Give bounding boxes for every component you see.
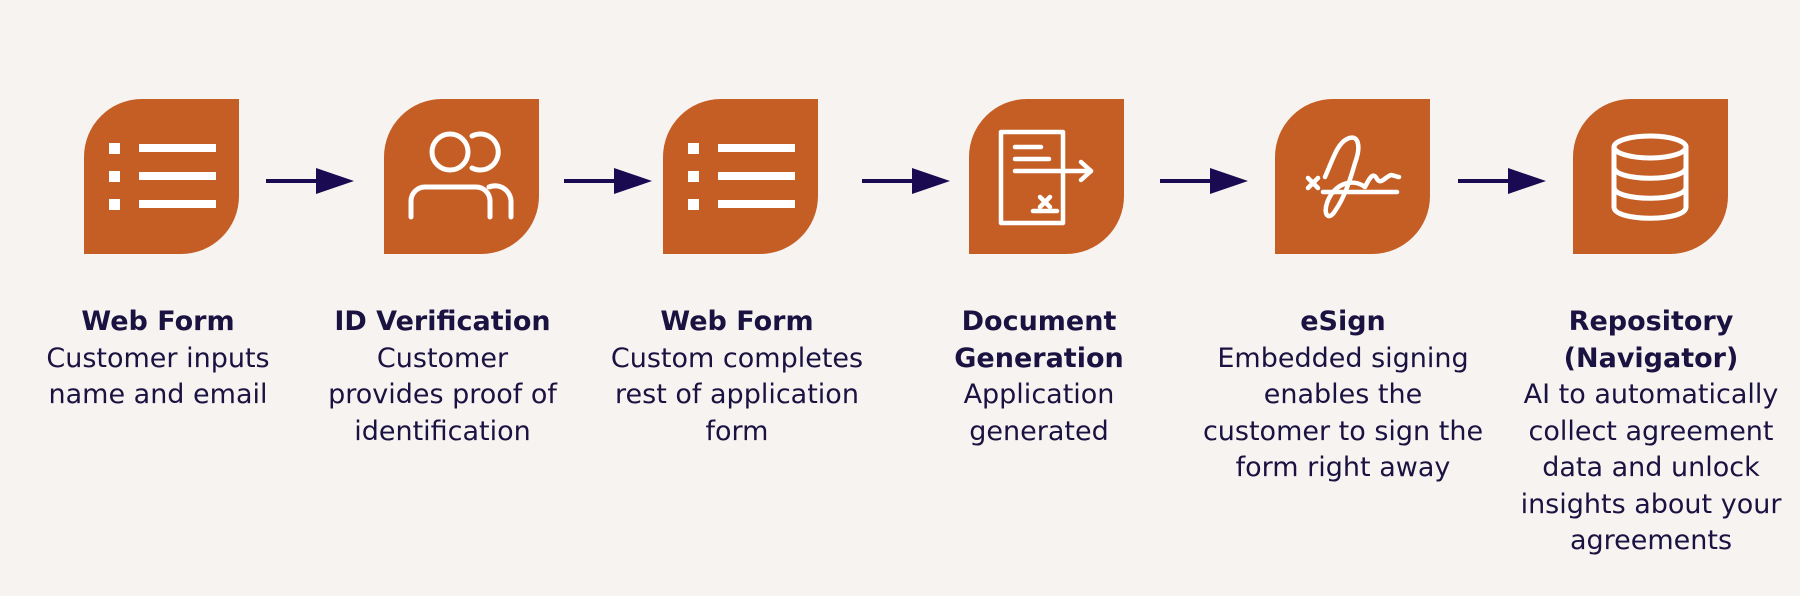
step-title: Web Form (660, 306, 814, 337)
step-6-label: Repository (Navigator) AI to automatical… (1515, 304, 1787, 560)
arrow-icon (564, 168, 652, 194)
step-3-tile (663, 99, 818, 254)
step-description: Custom completes rest of application for… (610, 342, 864, 447)
step-5-label: eSign Embedded signing enables the custo… (1197, 304, 1489, 487)
step-title: eSign (1300, 306, 1386, 337)
arrow-icon (862, 168, 950, 194)
signature-icon (1305, 135, 1402, 219)
step-title: Web Form (81, 306, 235, 337)
step-description: Embedded signing enables the customer to… (1202, 342, 1484, 484)
step-1-tile (84, 99, 239, 254)
step-title: Repository (Navigator) (1563, 306, 1739, 374)
users-icon (408, 131, 514, 220)
step-5-tile (1275, 99, 1430, 254)
step-title: ID Verification (334, 306, 551, 337)
step-2-tile (384, 99, 539, 254)
document-icon (998, 129, 1094, 226)
step-description: Customer provides proof of identificatio… (328, 342, 557, 447)
database-icon (1611, 133, 1689, 221)
arrow-icon (266, 168, 354, 194)
step-1-label: Web Form Customer inputs name and email (38, 304, 278, 414)
step-description: AI to automatically collect agreement da… (1520, 379, 1782, 556)
step-2-label: ID Verification Customer provides proof … (315, 304, 570, 450)
step-title: Document Generation (954, 306, 1124, 374)
arrow-icon (1458, 168, 1546, 194)
step-4-tile (969, 99, 1124, 254)
step-description: Customer inputs name and email (46, 342, 270, 411)
step-4-label: Document Generation Application generate… (931, 304, 1147, 450)
step-3-label: Web Form Custom completes rest of applic… (606, 304, 868, 450)
arrow-icon (1160, 168, 1248, 194)
list-icon (109, 143, 216, 210)
step-description: Application generated (963, 379, 1115, 447)
list-icon (688, 143, 795, 210)
step-6-tile (1573, 99, 1728, 254)
